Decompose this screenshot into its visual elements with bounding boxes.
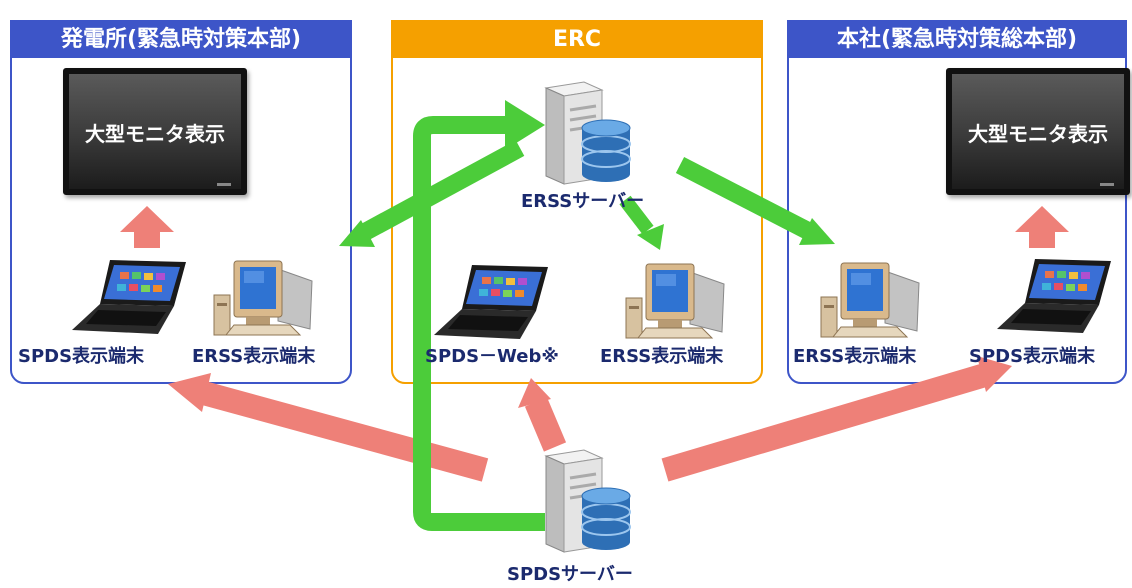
erss-server-icon [544, 81, 631, 185]
right-monitor-text: 大型モニタ表示 [968, 122, 1108, 146]
desktop-computer-icon [213, 260, 313, 336]
left-spds-terminal-label: SPDS表示端末 [18, 346, 145, 367]
database-icon [581, 487, 631, 550]
erc-panel: ERC [391, 20, 763, 384]
arrow-icon [977, 356, 1012, 392]
arrow-icon [1015, 206, 1069, 248]
arrow-icon [799, 218, 835, 245]
head-office-title: 本社(緊急時対策総本部) [789, 22, 1125, 58]
arrow-icon [339, 220, 375, 247]
erc-erss-terminal-label: ERSS表示端末 [600, 346, 724, 367]
laptop-icon [997, 259, 1111, 333]
erc-spds-web-label: SPDS－Web※ [425, 346, 559, 367]
large-monitor-icon: 大型モニタ表示 [946, 68, 1130, 195]
arrow-icon [413, 116, 545, 531]
arrow-icon [518, 378, 551, 408]
head-office-panel: 本社(緊急時対策総本部) [787, 20, 1127, 384]
left-erss-terminal-label: ERSS表示端末 [192, 346, 316, 367]
erss-server-label: ERSSサーバー [521, 191, 645, 212]
erc-title: ERC [393, 22, 761, 58]
spds-server-label: SPDSサーバー [507, 564, 633, 585]
laptop-icon [72, 260, 186, 334]
spds-server-icon [544, 449, 631, 553]
large-monitor-icon: 大型モニタ表示 [63, 68, 247, 195]
power-station-panel: 発電所(緊急時対策本部) [10, 20, 352, 384]
right-erss-terminal-label: ERSS表示端末 [793, 346, 917, 367]
arrow-icon [120, 206, 174, 248]
database-icon [581, 119, 631, 182]
right-spds-terminal-label: SPDS表示端末 [969, 346, 1096, 367]
laptop-icon [434, 265, 548, 339]
desktop-computer-icon [820, 262, 920, 338]
power-station-title: 発電所(緊急時対策本部) [12, 22, 350, 58]
desktop-computer-icon [625, 263, 725, 339]
left-monitor-text: 大型モニタ表示 [85, 122, 225, 146]
arrow-icon [168, 373, 211, 412]
arrow-icon [637, 224, 664, 250]
arrow-icon [505, 100, 545, 150]
